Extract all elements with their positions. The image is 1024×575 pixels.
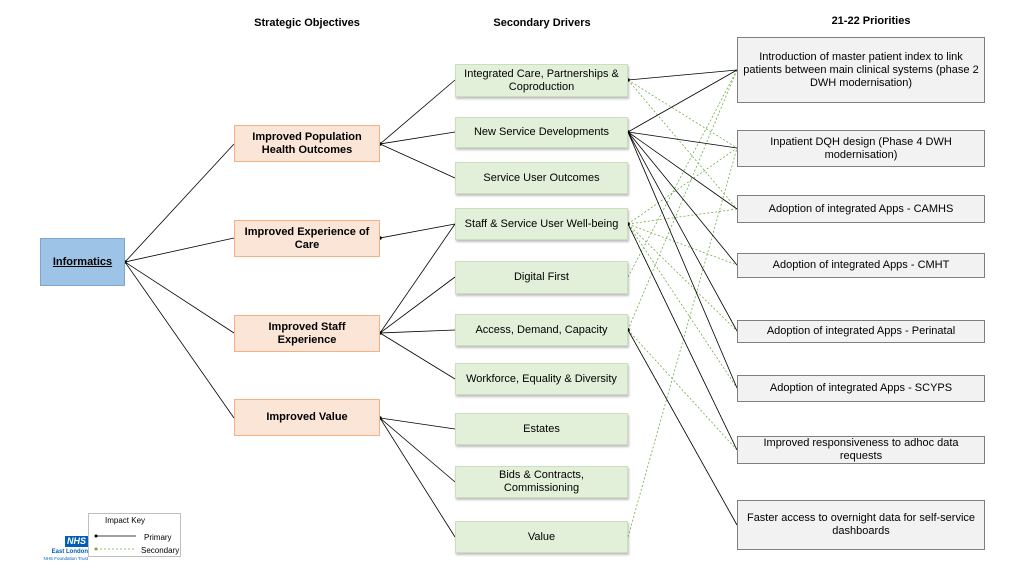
primary-impact-line [627, 131, 738, 389]
primary-impact-line [627, 329, 738, 526]
secondary-impact-line [627, 79, 738, 149]
priority-apps-scyps: Adoption of integrated Apps - SCYPS [737, 375, 985, 402]
nhs-logo: NHS East London NHS Foundation Trust [38, 531, 88, 561]
impact-key-primary-label: Primary [144, 533, 172, 542]
secondary-key-dot [94, 547, 98, 551]
primary-impact-line [627, 131, 738, 149]
header-strategic-objectives: Strategic Objectives [254, 17, 360, 29]
driver-digital-first: Digital First [455, 261, 628, 294]
secondary-impact-line [627, 329, 738, 451]
nhs-trust-name: NHS Foundation Trust [43, 556, 88, 561]
secondary-impact-line [627, 147, 738, 225]
objective-driver-line [379, 417, 456, 483]
objective-staff-experience: Improved Staff Experience [234, 315, 380, 352]
objective-driver-line [379, 223, 456, 334]
root-node-informatics: Informatics [40, 238, 125, 286]
objective-driver-line [379, 143, 456, 179]
root-objective-line [124, 261, 235, 334]
root-objective-line [124, 237, 235, 263]
impact-key-title: Impact Key [105, 516, 146, 525]
nhs-badge: NHS [64, 536, 88, 547]
nhs-org-name: East London [51, 549, 88, 555]
driver-wellbeing: Staff & Service User Well-being [455, 208, 628, 240]
objective-driver-line [379, 223, 456, 239]
secondary-impact-line [627, 147, 738, 538]
driver-integrated-care: Integrated Care, Partnerships & Coproduc… [455, 64, 628, 97]
priority-adhoc-requests: Improved responsiveness to adhoc data re… [737, 436, 985, 464]
header-secondary-drivers: Secondary Drivers [493, 17, 591, 29]
primary-impact-line [627, 223, 738, 451]
impact-key: Impact Key Primary Secondary [88, 513, 181, 557]
driver-value: Value [455, 521, 628, 553]
impact-key-lines [94, 534, 136, 551]
objective-population-health: Improved Population Health Outcomes [234, 125, 380, 162]
secondary-impact-line [627, 208, 738, 225]
driver-estates: Estates [455, 413, 628, 445]
impact-key-secondary-label: Secondary [141, 546, 180, 555]
priority-master-patient-index: Introduction of master patient index to … [737, 37, 985, 103]
header-priorities: 21-22 Priorities [831, 15, 911, 27]
primary-impact-line [627, 69, 738, 133]
objective-driver-line [379, 131, 456, 145]
secondary-impact-line [627, 69, 738, 331]
objective-experience-of-care: Improved Experience of Care [234, 220, 380, 257]
secondary-impact-line [627, 79, 738, 210]
secondary-impact-line [627, 223, 738, 332]
driver-service-user-outcomes: Service User Outcomes [455, 162, 628, 194]
driver-new-service-developments: New Service Developments [455, 117, 628, 148]
primary-impact-line [627, 131, 738, 332]
objective-driver-line [379, 417, 456, 538]
secondary-impact-line [627, 223, 738, 266]
objective-driver-line [379, 332, 456, 380]
driver-workforce-equality: Workforce, Equality & Diversity [455, 363, 628, 395]
priority-apps-camhs: Adoption of integrated Apps - CAMHS [737, 195, 985, 223]
primary-impact-line [627, 131, 738, 210]
priority-inpatient-dqh: Inpatient DQH design (Phase 4 DWH modern… [737, 130, 985, 167]
objective-value: Improved Value [234, 399, 380, 436]
primary-key-dot [94, 534, 98, 538]
root-objective-line [124, 143, 235, 263]
objective-driver-line [379, 417, 456, 430]
driver-access-demand-capacity: Access, Demand, Capacity [455, 314, 628, 346]
root-objective-line [124, 261, 235, 419]
priority-apps-cmht: Adoption of integrated Apps - CMHT [737, 253, 985, 278]
primary-impact-line [627, 131, 738, 266]
objective-driver-line [379, 79, 456, 145]
priority-apps-perinatal: Adoption of integrated Apps - Perinatal [737, 320, 985, 343]
primary-impact-line [627, 69, 738, 81]
secondary-impact-line [627, 69, 738, 278]
driver-bids-contracts: Bids & Contracts, Commissioning [455, 466, 628, 498]
priority-overnight-data: Faster access to overnight data for self… [737, 500, 985, 550]
objective-driver-line [379, 329, 456, 334]
objective-driver-line [379, 276, 456, 334]
secondary-impact-line [627, 223, 738, 389]
